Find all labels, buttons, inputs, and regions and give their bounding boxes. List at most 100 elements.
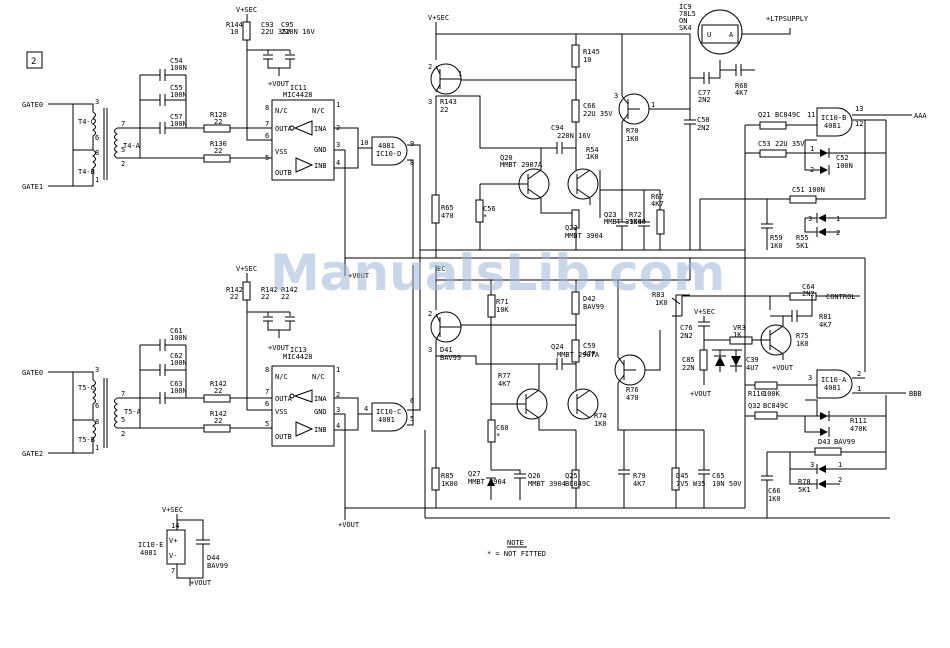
- ic11-part: MIC4428: [283, 91, 313, 99]
- ic13-outb: OUTB: [275, 433, 292, 441]
- q20-ref: R143: [440, 98, 457, 106]
- ic11-pin8: 8: [265, 104, 269, 112]
- t4-c-label: T4-C: [78, 118, 95, 126]
- ic13-inb: INB: [314, 426, 327, 434]
- c66-ref: R142: [261, 286, 278, 294]
- c39-ref: C76: [680, 324, 693, 332]
- r143-value: 22: [214, 417, 222, 425]
- regulator-ic9: U A IC9 78L5 ON SK4: [679, 3, 743, 55]
- vout-label-7: +VOUT: [190, 579, 212, 587]
- d45-value: MMBT 3904: [468, 478, 506, 486]
- d43-value: 4U7: [746, 364, 759, 372]
- d42-value: 5K1: [796, 242, 809, 250]
- c63-value: 100N: [170, 387, 187, 395]
- r55-value: BC849C: [775, 111, 800, 119]
- vsec-label-2: V+SEC: [428, 14, 449, 22]
- ic10c-pin6: 6: [410, 397, 414, 405]
- t4-pin: 5: [121, 146, 125, 154]
- r128-value: 22: [214, 118, 222, 126]
- c57-value: 100N: [170, 120, 187, 128]
- r111-resistor: [699, 349, 708, 371]
- r81-value: 7V5 W35: [676, 480, 706, 488]
- r72-value: 470: [441, 212, 454, 220]
- vsec-label-3: V+SEC: [236, 265, 257, 273]
- c53-ref: C58: [697, 116, 710, 124]
- r83-ref: Q25: [565, 472, 578, 480]
- ic10b-pin13: 13: [855, 105, 863, 113]
- c85-ref: R81: [819, 313, 832, 321]
- t5-c-label: T5-C: [78, 384, 95, 392]
- r65-ref: C66: [583, 102, 596, 110]
- c95-value: 220N 16V: [281, 28, 316, 36]
- t5-pin: 3: [95, 366, 99, 374]
- r85-value: 1K00: [441, 480, 458, 488]
- ic11-pin3: 3: [336, 141, 340, 149]
- d46-ref: R78: [798, 478, 811, 486]
- ic10e-vplus: V+: [169, 537, 177, 545]
- c51-value: 4K7: [735, 89, 748, 97]
- r71-ref: C51: [792, 186, 805, 194]
- r78-resistor: [754, 381, 778, 390]
- ic9-pkg2: SK4: [679, 24, 692, 32]
- r145-resistor: [242, 281, 251, 301]
- t5-a-label: T5-A: [124, 408, 142, 416]
- r72-resistor: [431, 194, 440, 224]
- r85-ref: R85: [441, 472, 454, 480]
- c77-ref: R72: [629, 211, 642, 219]
- ic10e-pin14: 14: [171, 522, 179, 530]
- c52-ref: C77: [698, 89, 711, 97]
- ic10d-pin8: 8: [410, 159, 414, 167]
- ic10a-pin1: 1: [857, 385, 861, 393]
- gate-ic10-b: IC10-B 4081 11 13 12: [807, 105, 863, 137]
- ic13-gnd: GND: [314, 408, 327, 416]
- r79-resistor: [487, 419, 496, 443]
- c94-value: 22: [281, 293, 289, 301]
- gate0-label-bottom: GATE0: [22, 369, 43, 377]
- q24-ref: D41: [440, 346, 453, 354]
- gate-ic10-a: IC10-A 4081 3 2 1: [808, 369, 861, 399]
- r130-ref: R130: [210, 140, 227, 148]
- ic11-ref: IC11: [290, 84, 307, 92]
- r144-resistor: [242, 21, 251, 41]
- driver-ic11: IC11 MIC4428 N/C N/C OUTA INA VSS GND OU…: [265, 84, 340, 181]
- vout-label-1: +VOUT: [268, 80, 290, 88]
- q21-pin3: 3: [614, 92, 618, 100]
- r59-resistor: [759, 149, 787, 158]
- r75-ref: C64: [802, 283, 815, 291]
- d42-ref: R55: [796, 234, 809, 242]
- vout-label-4: +VOUT: [348, 272, 370, 280]
- t4-pin: 8: [95, 149, 99, 157]
- c39-value: 2N2: [680, 332, 693, 340]
- ic11-ina: INA: [314, 125, 327, 133]
- ic13-nc1: N/C: [275, 373, 288, 381]
- sheet-number-box: [26, 51, 43, 69]
- ic10a-ref: IC10-A: [821, 376, 847, 384]
- ic13-outa: OUTA: [275, 395, 293, 403]
- ic11-gnd: GND: [314, 146, 327, 154]
- r128-ref: R128: [210, 111, 227, 119]
- q24-pin2: 2: [428, 310, 432, 318]
- d44-value: 470K: [850, 425, 868, 433]
- r144-ref: R144: [226, 21, 243, 29]
- r142-value: 22: [214, 387, 222, 395]
- q20-pin2: 2: [428, 63, 432, 71]
- c61-ref: C61: [170, 327, 183, 335]
- vout-label-5: +VOUT: [690, 390, 712, 398]
- driver-ic13: IC13 MIC4428 N/C N/C OUTA INA VSS GND OU…: [265, 346, 340, 447]
- vsec-label-4: V+SEC: [694, 308, 715, 316]
- ic9-ref: IC9: [679, 3, 692, 11]
- r130-resistor: [203, 154, 231, 163]
- transformer-t5: T5-C T5-A T5-B 3 6 7 5 8 2 1: [72, 366, 142, 454]
- ic11-pin4: 4: [336, 159, 340, 167]
- t5-pin: 5: [121, 416, 125, 424]
- r55-ref: Q21: [758, 111, 771, 119]
- c62-ref: C62: [170, 352, 183, 360]
- d41-value: 100N: [836, 162, 853, 170]
- r80-resistor: [754, 411, 778, 420]
- q20-pin3: 3: [428, 98, 432, 106]
- transistor-q26: R74 1K0: [567, 388, 607, 428]
- ic11-outb: OUTB: [275, 169, 292, 177]
- bbb-label: BBB: [909, 390, 922, 398]
- q25-value: 470: [626, 394, 639, 402]
- ic11-nc1: N/C: [275, 107, 288, 115]
